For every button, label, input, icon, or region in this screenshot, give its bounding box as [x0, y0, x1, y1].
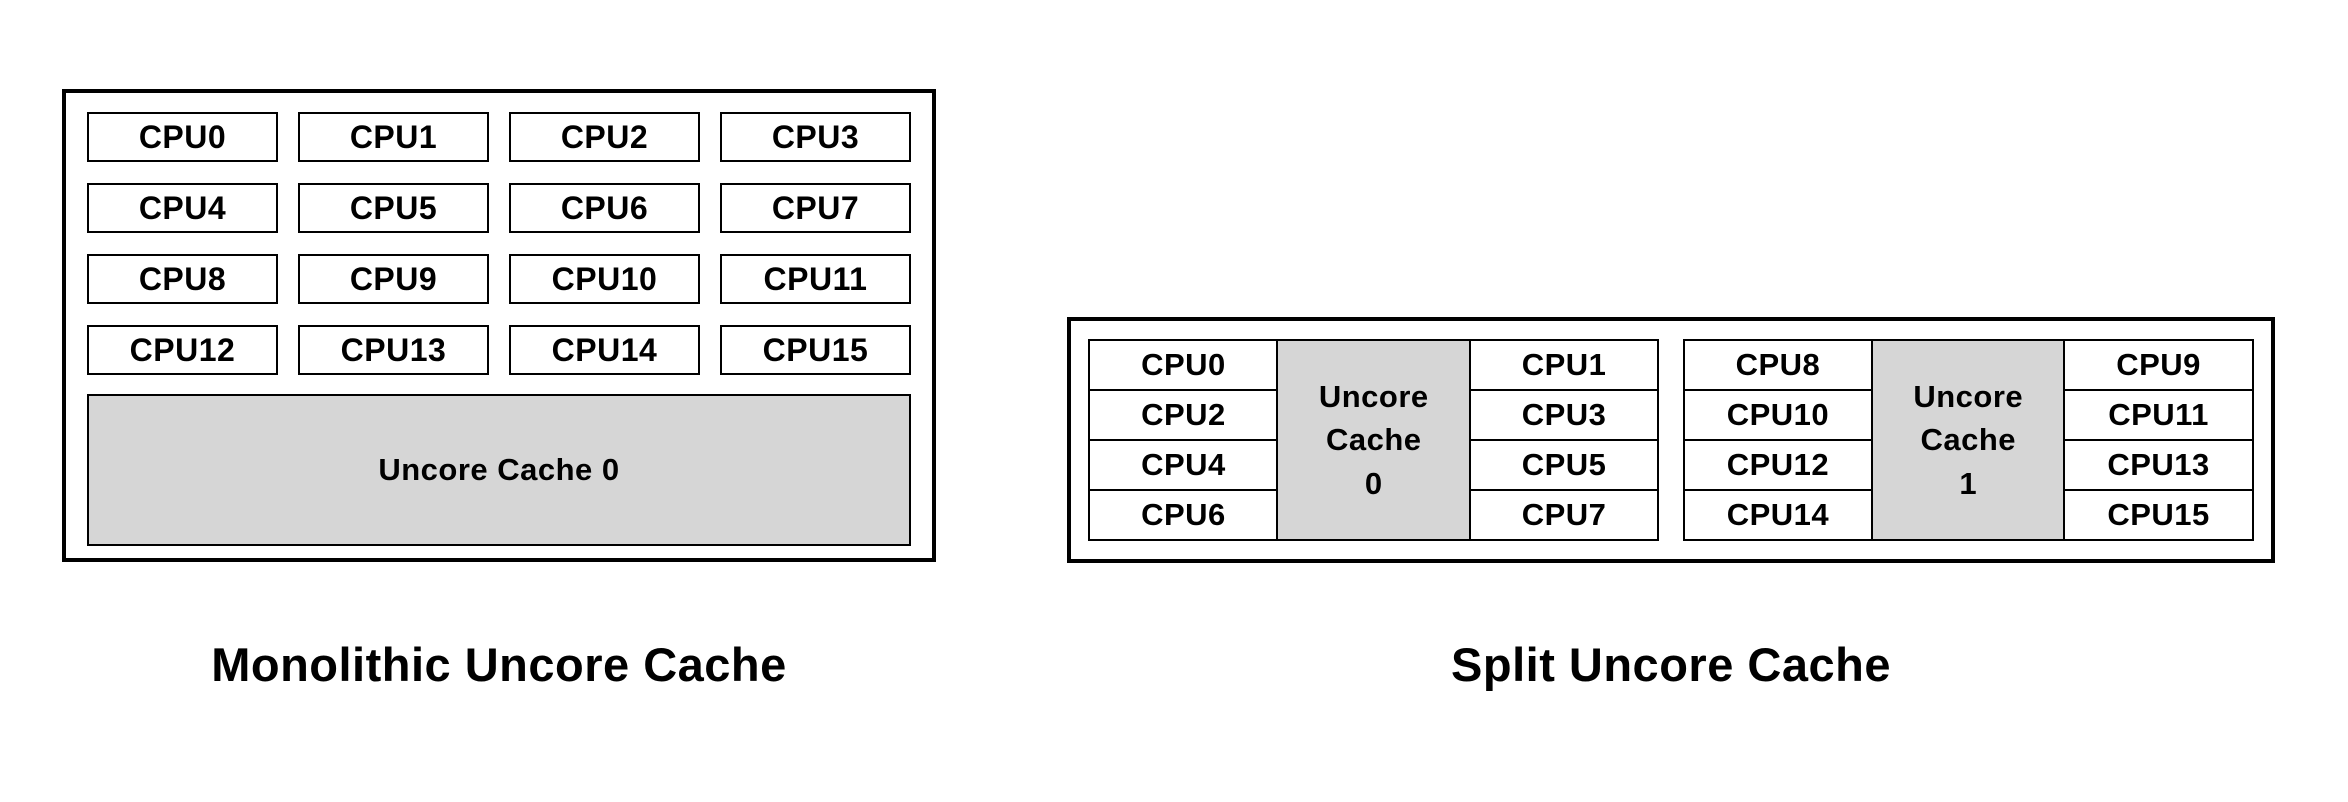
split-diagram: CPU0 CPU2 CPU4 CPU6 Uncore Cache 0 CPU1 …: [1067, 317, 2275, 563]
cpu-box-7: CPU7: [720, 183, 911, 233]
uncore-cache-1-line-1: Uncore: [1913, 378, 2024, 414]
cpu-box-split-13: CPU13: [2063, 438, 2254, 492]
cpu-box-split-12: CPU12: [1682, 438, 1874, 492]
cpu-box-split-5: CPU5: [1468, 438, 1660, 492]
cpu-box-5: CPU5: [298, 183, 489, 233]
cpu-box-9: CPU9: [298, 254, 489, 304]
cpu-box-13: CPU13: [298, 325, 489, 375]
cpu-box-11: CPU11: [720, 254, 911, 304]
cpu-box-10: CPU10: [509, 254, 700, 304]
split-group-1-right-column: CPU9 CPU11 CPU13 CPU15: [2063, 339, 2254, 541]
uncore-cache-1-line-2: Cache: [1920, 422, 2017, 458]
split-group-0-right-column: CPU1 CPU3 CPU5 CPU7: [1468, 339, 1660, 541]
uncore-cache-0-split-box: Uncore Cache 0: [1276, 339, 1472, 541]
cpu-box-1: CPU1: [298, 112, 489, 162]
cpu-box-6: CPU6: [509, 183, 700, 233]
monolithic-cpu-grid: CPU0 CPU1 CPU2 CPU3 CPU4 CPU5 CPU6 CPU7 …: [87, 112, 911, 375]
cpu-box-split-11: CPU11: [2063, 388, 2254, 442]
uncore-cache-1-line-3: 1: [1959, 465, 1978, 501]
monolithic-caption: Monolithic Uncore Cache: [211, 638, 787, 691]
cpu-box-split-15: CPU15: [2063, 488, 2254, 541]
cpu-box-0: CPU0: [87, 112, 278, 162]
cpu-box-split-1: CPU1: [1468, 339, 1660, 392]
cpu-box-split-9: CPU9: [2063, 339, 2254, 392]
uncore-cache-0-line-3: 0: [1364, 465, 1383, 501]
cpu-box-12: CPU12: [87, 325, 278, 375]
cpu-box-4: CPU4: [87, 183, 278, 233]
split-caption: Split Uncore Cache: [1451, 638, 1891, 691]
cpu-box-split-6: CPU6: [1088, 488, 1279, 541]
uncore-cache-1-split-box: Uncore Cache 1: [1870, 339, 2066, 541]
uncore-cache-0-line-2: Cache: [1325, 422, 1422, 458]
cpu-box-split-10: CPU10: [1682, 388, 1874, 442]
monolithic-diagram: CPU0 CPU1 CPU2 CPU3 CPU4 CPU5 CPU6 CPU7 …: [62, 89, 936, 562]
cpu-box-split-14: CPU14: [1682, 488, 1874, 541]
split-group-1: CPU8 CPU10 CPU12 CPU14 Uncore Cache 1 CP…: [1682, 339, 2255, 541]
cpu-box-split-0: CPU0: [1088, 339, 1279, 392]
cpu-box-8: CPU8: [87, 254, 278, 304]
cpu-box-14: CPU14: [509, 325, 700, 375]
cpu-box-split-3: CPU3: [1468, 388, 1660, 442]
cpu-box-2: CPU2: [509, 112, 700, 162]
split-group-0-left-column: CPU0 CPU2 CPU4 CPU6: [1088, 339, 1279, 541]
uncore-cache-0-line-1: Uncore: [1318, 378, 1429, 414]
cpu-box-split-7: CPU7: [1468, 488, 1660, 541]
cpu-box-split-4: CPU4: [1088, 438, 1279, 492]
uncore-cache-0-box: Uncore Cache 0: [87, 394, 911, 546]
split-group-1-left-column: CPU8 CPU10 CPU12 CPU14: [1682, 339, 1874, 541]
cpu-box-15: CPU15: [720, 325, 911, 375]
split-group-0: CPU0 CPU2 CPU4 CPU6 Uncore Cache 0 CPU1 …: [1088, 339, 1660, 541]
cpu-box-split-8: CPU8: [1682, 339, 1874, 392]
cpu-box-split-2: CPU2: [1088, 388, 1279, 442]
cpu-box-3: CPU3: [720, 112, 911, 162]
